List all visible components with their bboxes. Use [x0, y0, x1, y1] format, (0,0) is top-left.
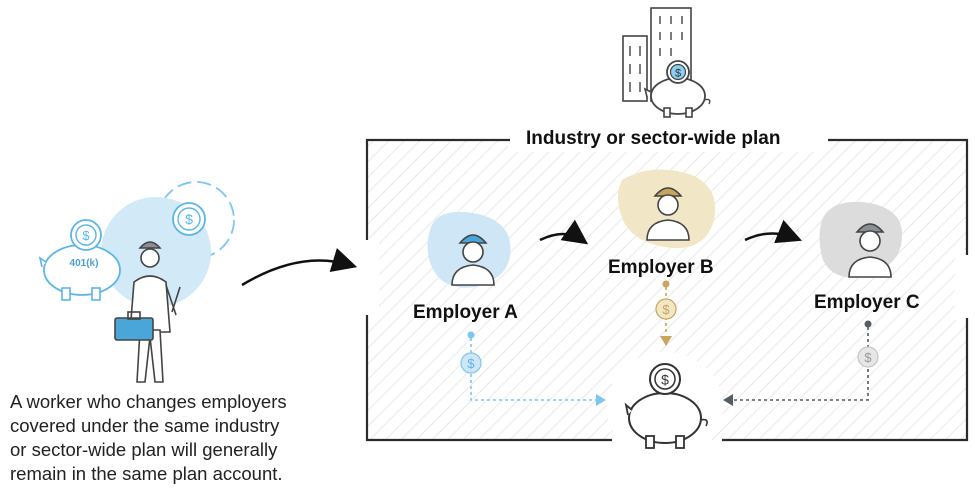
employer-a-icon	[427, 211, 511, 288]
svg-text:$: $	[82, 228, 90, 243]
employer-a-to-b-arrow	[539, 219, 589, 245]
svg-text:$: $	[185, 211, 193, 227]
svg-text:$: $	[675, 68, 681, 80]
svg-text:$: $	[864, 350, 872, 365]
employer-c-label: Employer C	[814, 292, 920, 313]
plan-title: Industry or sector-wide plan	[526, 128, 781, 149]
caption-line: remain in the same plan account.	[10, 463, 283, 484]
plan-account-piggy-bank-icon: $	[624, 363, 708, 449]
contribution-flow-c: $	[723, 320, 879, 406]
svg-text:$: $	[467, 356, 475, 371]
caption-line: A worker who changes employers	[10, 391, 287, 412]
employer-b-to-c-arrow	[744, 219, 802, 244]
svg-text:$: $	[662, 302, 670, 317]
coin-icon: $	[172, 202, 206, 236]
svg-text:$: $	[661, 372, 669, 388]
industry-piggy-bank-icon: $	[643, 60, 711, 118]
worker-illustration: 401(k) $ $	[38, 181, 235, 383]
worker-icon	[114, 241, 181, 383]
contribution-flow-a: $	[460, 331, 606, 406]
svg-text:401(k): 401(k)	[70, 258, 99, 269]
worker-caption: A worker who changes employers covered u…	[10, 390, 287, 486]
employer-c-icon	[819, 201, 903, 278]
401k-piggy-bank-icon: 401(k) $	[38, 219, 121, 301]
contribution-flow-b: $	[655, 280, 677, 346]
worker-to-plan-arrow	[241, 248, 358, 287]
employer-a-label: Employer A	[413, 302, 518, 323]
gear-icon	[157, 181, 235, 259]
employer-b-icon	[618, 169, 716, 249]
employer-b-label: Employer B	[608, 257, 714, 278]
caption-line: covered under the same industry	[10, 415, 280, 436]
caption-line: or sector-wide plan will generally	[10, 439, 278, 460]
